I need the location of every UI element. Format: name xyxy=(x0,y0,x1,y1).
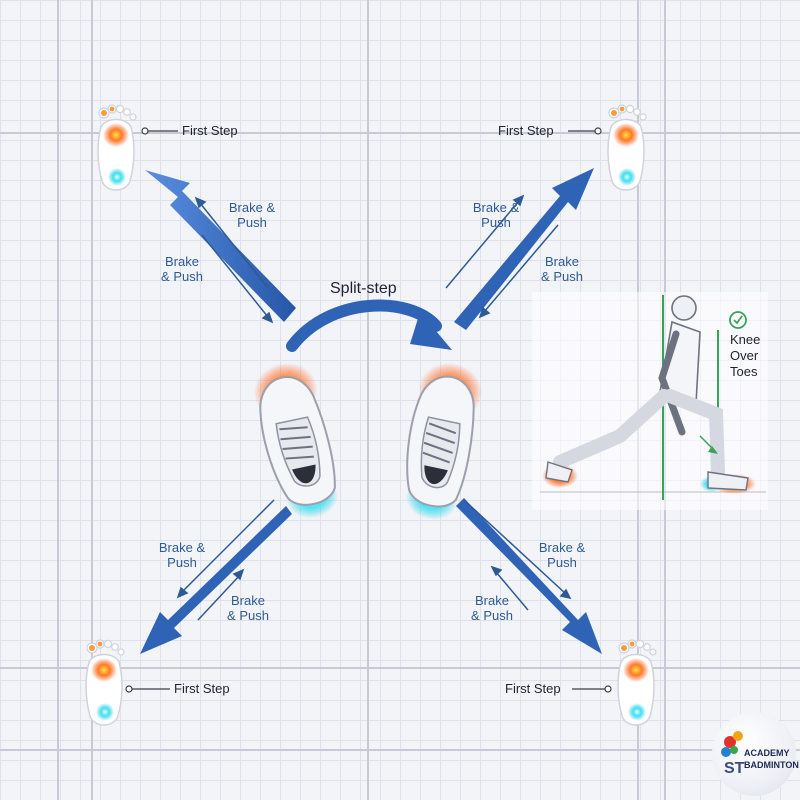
academy-logo: ACADEMY ST BADMINTON xyxy=(712,712,799,796)
first-step-label: First Step xyxy=(182,123,238,138)
brake-push-label: Brake& Push xyxy=(541,254,583,284)
split-step-label: Split-step xyxy=(330,280,397,297)
check-icon xyxy=(729,311,747,329)
split-step-arrow xyxy=(286,299,442,352)
brake-push-label: Brake &Push xyxy=(158,540,206,570)
shoe-icon xyxy=(247,356,345,526)
knee-over-toes-label: Knee Over Toes xyxy=(730,332,761,379)
first-step-label: First Step xyxy=(498,123,554,138)
main-arrows xyxy=(140,168,602,654)
brake-push-label: Brake& Push xyxy=(227,593,269,623)
footprint-icon xyxy=(97,104,137,191)
footprint-icon xyxy=(85,639,125,726)
footprint-icon xyxy=(607,104,647,191)
shoe-icon xyxy=(391,356,489,526)
brake-push-label: Brake &Push xyxy=(472,200,520,230)
brake-push-label: Brake &Push xyxy=(538,540,586,570)
brake-push-label: Brake& Push xyxy=(161,254,203,284)
brake-push-label: Brake &Push xyxy=(228,200,276,230)
brake-push-label: Brake& Push xyxy=(471,593,513,623)
first-step-label: First Step xyxy=(505,681,561,696)
first-step-label: First Step xyxy=(174,681,230,696)
lunge-figure-icon xyxy=(532,292,768,510)
